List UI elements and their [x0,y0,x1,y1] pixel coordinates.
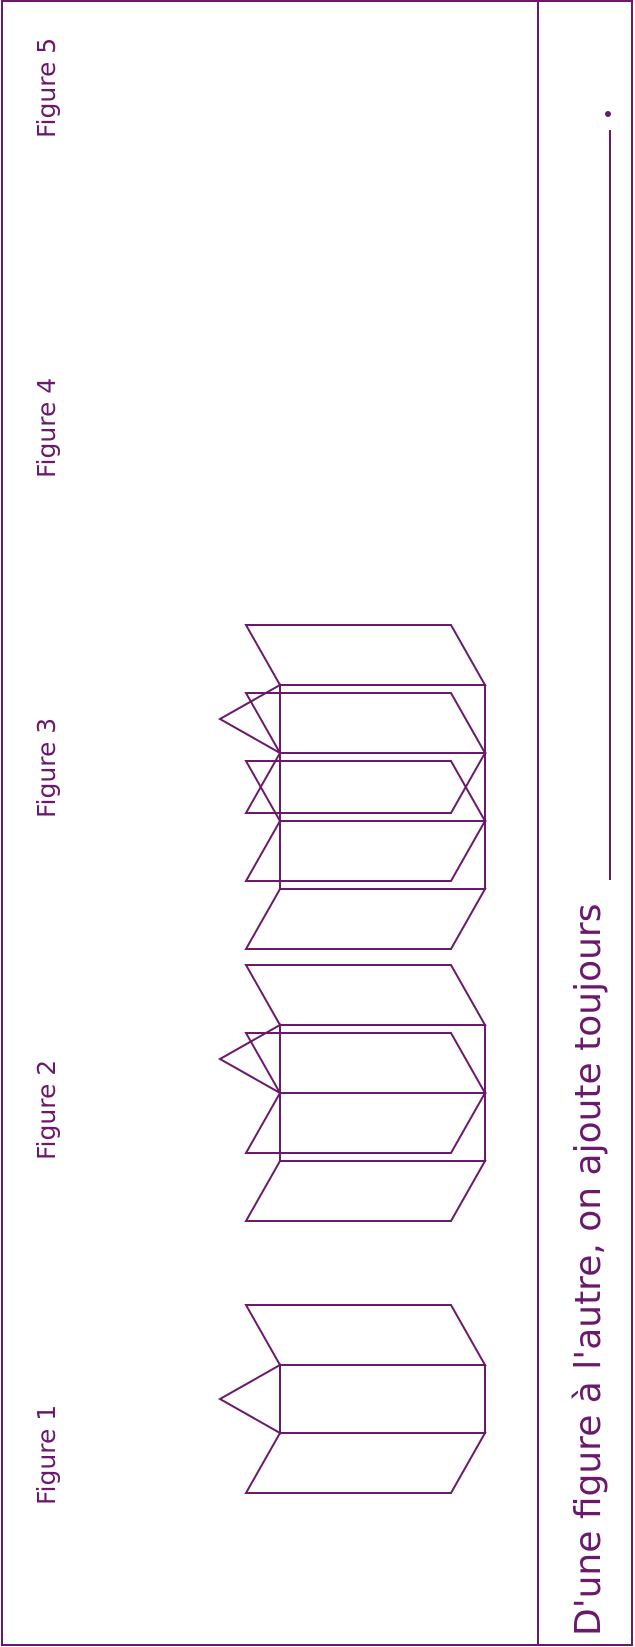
figure-2-label: Figure 2 [32,1060,61,1160]
rhombus-piece [246,625,485,685]
figure-4-label: Figure 4 [32,378,61,478]
square-piece [280,1025,485,1093]
figure-1-label: Figure 1 [32,1405,61,1505]
square-piece [280,821,485,889]
figure-1-shape [220,1305,485,1493]
figure-2-shape [220,965,485,1221]
rhombus-piece [246,693,485,753]
square-piece [280,753,485,821]
rhombus-piece [246,1433,485,1493]
triangle-piece [220,1365,280,1433]
rhombus-piece [246,1093,485,1153]
square-piece [280,1093,485,1161]
square-piece [280,685,485,753]
triangle-piece [220,1025,280,1093]
figure-5-label: Figure 5 [32,38,61,138]
rhombus-piece [246,821,485,881]
rhombus-piece [246,889,485,949]
sentence-text: D'une figure à l'autre, on ajoute toujou… [568,904,609,1636]
rhombus-piece [246,1161,485,1221]
rhombus-piece [246,1033,485,1093]
rhombus-piece [246,1305,485,1365]
period-mark [605,111,611,117]
square-piece [280,1365,485,1433]
figure-3-shape [220,625,485,949]
rhombus-piece [246,965,485,1025]
figure-3-label: Figure 3 [32,718,61,818]
figures-layer [220,625,485,1493]
triangle-piece [220,685,280,753]
